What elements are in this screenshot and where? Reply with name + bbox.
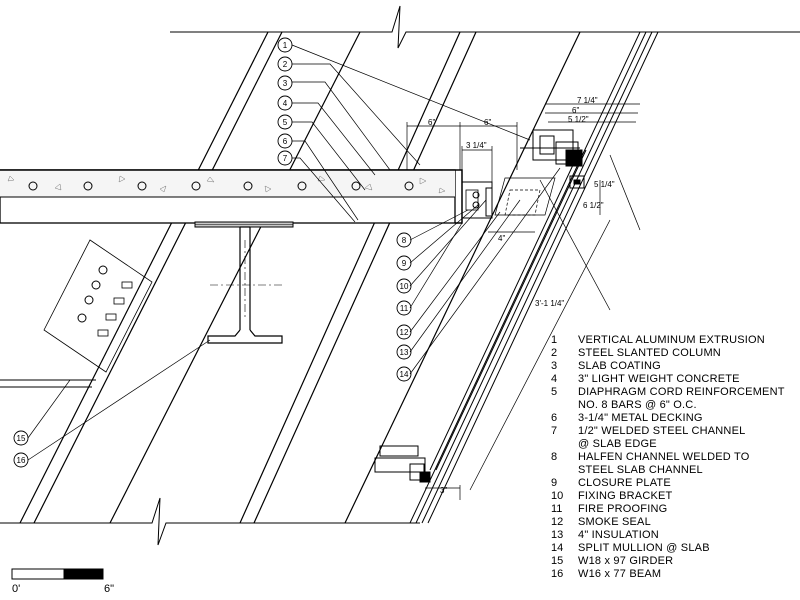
legend-number: 10	[551, 490, 564, 502]
callout-11: 11	[399, 303, 409, 313]
legend-number: 3	[551, 360, 558, 372]
legend-number: 6	[551, 412, 558, 424]
legend-number: 1	[551, 334, 558, 346]
callout-5: 5	[282, 117, 288, 127]
legend-description: CLOSURE PLATE	[578, 477, 671, 489]
mullion-bottom	[374, 445, 431, 483]
legend-number: 8	[551, 451, 558, 463]
center-lines	[210, 240, 285, 320]
callout-6: 6	[282, 136, 288, 146]
legend-number: 11	[551, 503, 563, 515]
callout-7: 7	[282, 153, 288, 163]
scale-bar	[11, 568, 104, 580]
legend-description: HALFEN CHANNEL WELDED TO	[578, 451, 750, 463]
dim-3-1-1-4: 3'-1 1/4"	[535, 299, 565, 308]
callout-8: 8	[401, 235, 407, 245]
mullion-top	[520, 129, 585, 189]
break-line-top	[170, 5, 800, 49]
w16-beam-section	[207, 226, 283, 344]
callout-13: 13	[399, 347, 409, 357]
legend-number: 7	[551, 425, 558, 437]
dim-4: 4"	[498, 234, 506, 243]
legend-description: SMOKE SEAL	[578, 516, 651, 528]
legend-number: 5	[551, 386, 558, 398]
legend-description: DIAPHRAGM CORD REINFORCEMENT	[578, 386, 785, 398]
legend-number: 12	[551, 516, 564, 528]
dim-6-top: 6"	[572, 106, 580, 115]
legend-description: @ SLAB EDGE	[578, 438, 657, 450]
legend-description: FIRE PROOFING	[578, 503, 668, 515]
legend-number: 15	[551, 555, 564, 567]
leader-lines	[27, 44, 561, 461]
legend-description: 3" LIGHT WEIGHT CONCRETE	[578, 373, 740, 385]
scale-start-label: 0'	[12, 583, 21, 595]
callout-9: 9	[401, 258, 407, 268]
dim-3: 3"	[440, 486, 448, 495]
dim-7-1-4: 7 1/4"	[577, 96, 598, 105]
legend-description: 4" INSULATION	[578, 529, 659, 541]
concrete-slab	[0, 169, 456, 224]
dim-6-right: 6"	[484, 118, 492, 127]
legend-description: W18 x 97 GIRDER	[578, 555, 674, 567]
dim-3-1-4: 3 1/4"	[466, 141, 487, 150]
callout-1: 1	[282, 40, 288, 50]
legend-number: 9	[551, 477, 558, 489]
legend-description: 3-1/4" METAL DECKING	[578, 412, 703, 424]
dim-6-1-2: 6 1/2"	[583, 201, 604, 210]
dim-6-left: 6"	[428, 118, 436, 127]
girder-flange	[194, 221, 294, 228]
callout-15: 15	[16, 433, 26, 443]
legend-number: 4	[551, 373, 558, 385]
legend-description: 1/2" WELDED STEEL CHANNEL	[578, 425, 746, 437]
girder-w18	[0, 379, 96, 388]
insulation	[494, 177, 556, 216]
legend-number: 16	[551, 568, 564, 580]
legend-number: 2	[551, 347, 558, 359]
legend-description: NO. 8 BARS @ 6" O.C.	[578, 399, 697, 411]
callout-10: 10	[399, 281, 409, 291]
legend-description: FIXING BRACKET	[578, 490, 673, 502]
legend-description: SPLIT MULLION @ SLAB	[578, 542, 710, 554]
legend-description: SLAB COATING	[578, 360, 661, 372]
callout-16: 16	[16, 455, 26, 465]
callout-14: 14	[399, 369, 409, 379]
legend-description: W16 x 77 BEAM	[578, 568, 662, 580]
legend-description: STEEL SLAB CHANNEL	[578, 464, 703, 476]
slab-edge-channel	[455, 169, 493, 224]
shear-plate	[43, 239, 153, 373]
legend-description: STEEL SLANTED COLUMN	[578, 347, 721, 359]
callout-12: 12	[399, 327, 409, 337]
legend-number: 13	[551, 529, 564, 541]
curtain-wall	[409, 31, 659, 524]
legend-description: VERTICAL ALUMINUM EXTRUSION	[578, 334, 765, 346]
dim-5-1-2: 5 1/2"	[568, 115, 589, 124]
dim-5-1-4: 5 1/4"	[594, 180, 615, 189]
callout-3: 3	[282, 78, 288, 88]
break-line-bottom	[0, 497, 420, 546]
callout-4: 4	[282, 98, 288, 108]
scale-end-label: 6"	[104, 583, 115, 595]
callout-circles	[13, 37, 412, 468]
legend-number: 14	[551, 542, 564, 554]
callout-2: 2	[282, 59, 288, 69]
slanted-columns	[19, 31, 581, 524]
dimension-lines	[406, 103, 641, 500]
